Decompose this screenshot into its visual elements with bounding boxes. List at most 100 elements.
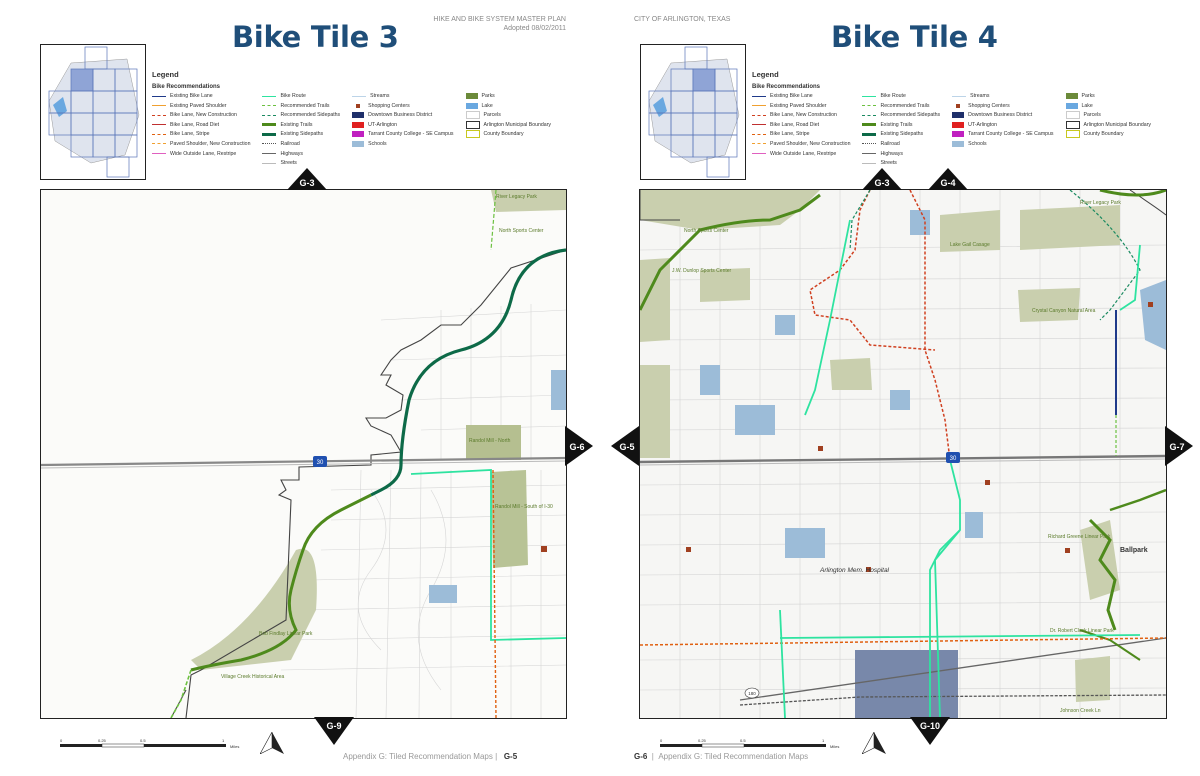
map-label: Johnson Creek Ln	[1060, 708, 1101, 714]
legend-item: UT-Arlington	[352, 121, 453, 129]
legend-item: Arlington Municipal Boundary	[465, 120, 551, 129]
map-label: Village Creek Historical Area	[221, 674, 284, 680]
legend-item: Streets	[862, 159, 940, 167]
svg-text:Miles: Miles	[830, 744, 839, 749]
svg-text:G-9: G-9	[326, 721, 341, 731]
key-map	[640, 44, 746, 180]
legend-item: Existing Sidepaths	[862, 130, 940, 138]
footer: Appendix G: Tiled Recommendation Maps | …	[343, 752, 518, 761]
svg-text:0.5: 0.5	[740, 738, 746, 743]
footer-text: Appendix G: Tiled Recommendation Maps	[658, 752, 809, 761]
map-label: River Legacy Park	[496, 194, 537, 200]
nav-arrow-down[interactable]: G-9	[314, 717, 354, 745]
svg-text:G-6: G-6	[569, 442, 584, 452]
legend-item: Downtown Business District	[352, 111, 453, 119]
svg-text:G-3: G-3	[874, 178, 889, 188]
legend-item: Existing Trails	[262, 121, 340, 129]
legend-item: Bike Lane, New Construction	[152, 111, 250, 119]
legend: Legend Bike Recommendations Existing Bik…	[152, 70, 551, 167]
map-tile-3-canvas[interactable]: 30 River Legacy Park North Sports Center…	[41, 190, 566, 718]
svg-text:G-4: G-4	[940, 178, 955, 188]
nav-arrow-down[interactable]: G-10	[910, 717, 950, 745]
map-label: Richard Greene Linear Park	[1048, 534, 1111, 540]
nav-arrow-up[interactable]: G-3	[862, 168, 902, 190]
legend-item: Recommended Sidepaths	[262, 111, 340, 119]
svg-text:0: 0	[60, 738, 63, 743]
legend-item: Schools	[352, 140, 453, 148]
legend-item: Recommended Sidepaths	[862, 111, 940, 119]
page-title: Bike Tile 3	[232, 20, 399, 54]
scale-bar: 0 0.25 0.5 1 Miles	[58, 738, 248, 757]
legend-item: Existing Trails	[862, 121, 940, 129]
legend-item: Railroad	[862, 140, 940, 148]
map-label-hospital: Arlington Mem. Hospital	[819, 567, 890, 574]
legend-item: Railroad	[262, 140, 340, 148]
legend-item: Recommended Trails	[262, 102, 340, 110]
highway-shield-icon: 30	[946, 452, 960, 463]
nav-arrow-up[interactable]: G-3	[287, 168, 327, 190]
legend: Legend Bike Recommendations Existing Bik…	[752, 70, 1151, 167]
map-tile-3[interactable]: 30 River Legacy Park North Sports Center…	[40, 189, 567, 719]
map-label: Crystal Canyon Natural Area	[1032, 308, 1096, 314]
legend-item: Bike Lane, New Construction	[752, 111, 850, 119]
nav-arrow-left[interactable]: G-5	[611, 426, 639, 466]
svg-text:0.25: 0.25	[98, 738, 107, 743]
legend-item: Schools	[952, 140, 1053, 148]
page-number: G-5	[503, 752, 518, 761]
svg-text:G-7: G-7	[1169, 442, 1184, 452]
svg-text:G-5: G-5	[619, 442, 634, 452]
legend-item: Parks	[1065, 92, 1151, 100]
map-label: Dr. Robert Cluck Linear Park	[1050, 628, 1114, 634]
legend-item: Parcels	[1065, 111, 1151, 120]
legend-item: Arlington Municipal Boundary	[1065, 120, 1151, 129]
legend-item: Existing Bike Lane	[152, 92, 250, 100]
legend-item: Streams	[952, 92, 1053, 100]
legend-heading: Bike Recommendations	[752, 84, 821, 90]
legend-item: Existing Paved Shoulder	[152, 102, 250, 110]
nav-arrow-up[interactable]: G-4	[928, 168, 968, 190]
legend-item: Downtown Business District	[952, 111, 1053, 119]
legend-item: Paved Shoulder, New Construction	[152, 140, 250, 148]
legend-item: Bike Route	[262, 92, 340, 100]
legend-item: Highways	[862, 150, 940, 158]
nav-arrow-right[interactable]: G-6	[565, 426, 593, 466]
map-label: River Legacy Park	[1080, 200, 1121, 206]
svg-text:Miles: Miles	[230, 744, 239, 749]
left-page: Bike Tile 3 HIKE AND BIKE SYSTEM MASTER …	[40, 16, 593, 761]
city-header: CITY OF ARLINGTON, TEXAS	[634, 16, 731, 23]
map-label: Randol Mill - North	[469, 438, 511, 444]
legend-item: Bike Lane, Stripe	[152, 130, 250, 138]
legend-title: Legend	[152, 70, 179, 79]
legend-col-3: Streams Shopping Centers Downtown Busine…	[352, 92, 454, 167]
map-tile-4[interactable]: 30 180 River Legacy Park North Sports Ce…	[639, 189, 1167, 719]
nav-arrow-right[interactable]: G-7	[1165, 426, 1193, 466]
key-map	[40, 44, 146, 180]
legend-item: Existing Paved Shoulder	[752, 102, 850, 110]
legend-item: Shopping Centers	[352, 102, 453, 110]
page-title: Bike Tile 4	[831, 20, 998, 54]
legend-item: Bike Route	[862, 92, 940, 100]
svg-text:180: 180	[748, 691, 756, 696]
legend-item: Bike Lane, Road Diet	[152, 121, 250, 129]
legend-title: Legend	[752, 70, 779, 79]
map-label: J.W. Dunlop Sports Center	[672, 268, 732, 274]
svg-text:1: 1	[222, 738, 225, 743]
legend-col-1: Existing Bike Lane Existing Paved Should…	[152, 92, 250, 167]
adopted-date: Adopted 08/02/2011	[503, 25, 566, 32]
map-tile-4-canvas[interactable]: 30 180 River Legacy Park North Sports Ce…	[640, 190, 1166, 718]
svg-text:G-3: G-3	[299, 178, 314, 188]
legend-col-2: Bike Route Recommended Trails Recommende…	[262, 92, 340, 167]
map-label: Randol Mill - South of I-30	[495, 504, 553, 510]
legend-col-2: Bike Route Recommended Trails Recommende…	[862, 92, 940, 167]
legend-col-3: Streams Shopping Centers Downtown Busine…	[952, 92, 1054, 167]
legend-item: Shopping Centers	[952, 102, 1053, 110]
legend-item: Paved Shoulder, New Construction	[752, 140, 850, 148]
legend-item: Highways	[262, 150, 340, 158]
legend-item: Tarrant County College - SE Campus	[352, 130, 454, 138]
legend-item: UT-Arlington	[952, 121, 1053, 129]
legend-col-1: Existing Bike Lane Existing Paved Should…	[752, 92, 850, 167]
legend-item: County Boundary	[1065, 130, 1151, 139]
legend-item: Wide Outside Lane, Restripe	[152, 150, 250, 158]
svg-text:0.25: 0.25	[698, 738, 707, 743]
legend-item: Lake	[1065, 102, 1151, 110]
